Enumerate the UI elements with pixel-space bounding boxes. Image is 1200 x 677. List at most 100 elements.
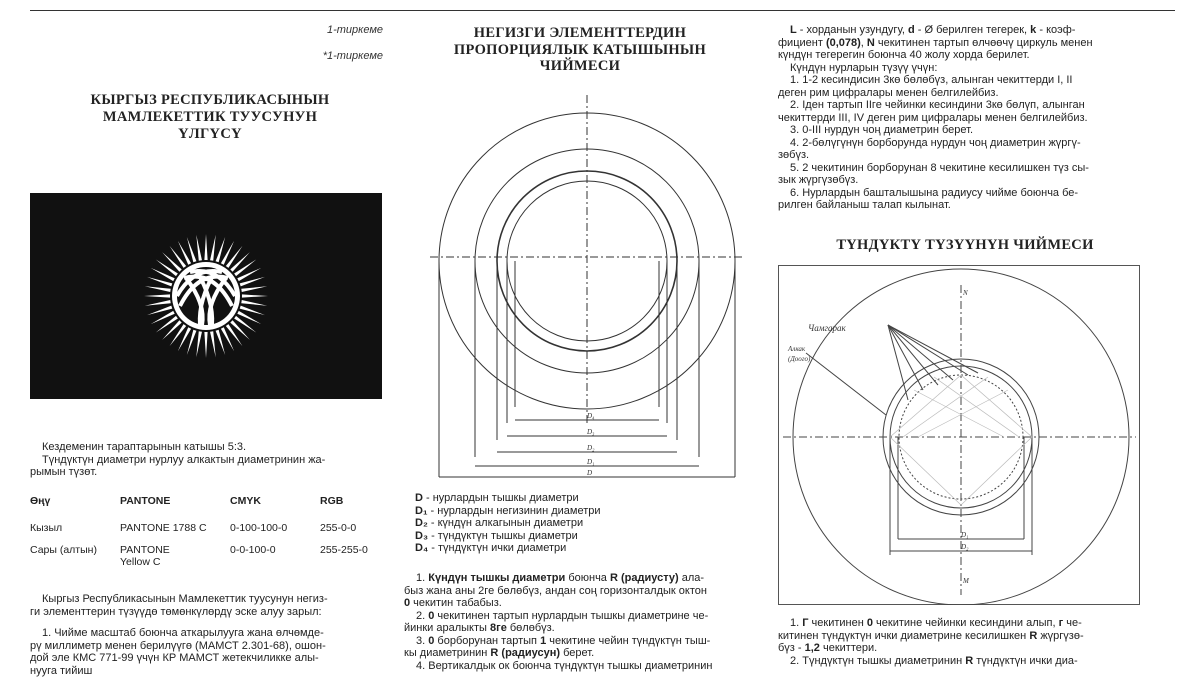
step-line: 0 чекитин табабыз. — [404, 597, 760, 610]
title-line: КЫРГЫЗ РЕСПУБЛИКАСЫНЫН — [60, 92, 360, 109]
note-line: зөбүз. — [778, 149, 1140, 162]
text-run: L — [790, 24, 797, 36]
fig-label-alkak: (Доого) — [788, 355, 811, 363]
table-header-row: Өңү PANTONE CMYK RGB — [30, 495, 380, 522]
cell-line: PANTONE — [120, 544, 230, 556]
step-line: китинен түндүктүн ички диаметрине кесили… — [778, 630, 1140, 643]
note-line: Күндүн нурларын түзүү үчүн: — [778, 62, 1140, 75]
dim-label: D₁ — [586, 458, 595, 466]
sun-ray — [145, 300, 171, 306]
sun-ray — [210, 331, 216, 357]
table-cell: PANTONE 1788 C — [120, 522, 230, 544]
step-line: 1. Күндүн тышкы диаметри боюнча R (радиу… — [404, 572, 760, 585]
text-run: 2. — [416, 610, 428, 622]
text-run: Күндүн тышкы диаметри — [428, 572, 565, 584]
text-run: чекитин табабыз. — [410, 597, 502, 609]
legend-text: - нурлардын тышкы диаметри — [423, 492, 579, 504]
paragraph-line: 1. Чийме масштаб боюнча аткарылууга жана… — [30, 627, 390, 640]
text-run: чекиттери. — [820, 642, 877, 654]
sun-ray — [242, 294, 268, 297]
text-run: - хорданын узундугу, — [797, 24, 908, 36]
legend-text: - күндүн алкагынын диаметри — [428, 517, 583, 529]
flag-spec-title: КЫРГЫЗ РЕСПУБЛИКАСЫНЫН МАМЛЕКЕТТИК ТУУСУ… — [60, 92, 360, 143]
sun-ray — [156, 316, 178, 333]
text-run: 3. — [416, 635, 428, 647]
note-line: фициент (0,078), N чекитинен тартып өлчө… — [778, 37, 1140, 50]
legend-key: D₄ — [415, 542, 428, 554]
title-line: ЧИЙМЕСИ — [425, 58, 735, 75]
sun-ray — [234, 260, 256, 277]
text-run: йинки аралыкты — [404, 622, 490, 634]
paragraph-line: ги элементтерин түзүүдө төмөнкүлөрдү эск… — [30, 606, 390, 619]
proportions-title: НЕГИЗГИ ЭЛЕМЕНТТЕРДИН ПРОПОРЦИЯЛЫК КАТЫШ… — [425, 25, 735, 75]
note-line: рилген байланыш талап кылынат. — [778, 199, 1140, 212]
text-run: (0,078) — [826, 37, 861, 49]
legend-item: D - нурлардын тышкы диаметри — [415, 492, 760, 505]
text-run: фициент — [778, 37, 826, 49]
note-line: зык жүргүзөбүз. — [778, 174, 1140, 187]
sun-ray — [226, 246, 243, 268]
paragraph-line: Кыргыз Республикасынын Мамлекеттик туусу… — [30, 593, 390, 606]
fig-label-d2: D₂ — [960, 543, 969, 551]
sun-ray — [226, 324, 243, 346]
text-run: че- — [1063, 617, 1082, 629]
table-cell: Сары (алтын) — [30, 544, 120, 568]
fig-label-alkak: Алкак — [787, 345, 806, 353]
sun-ray — [230, 320, 250, 340]
construction-rules: Кыргыз Республикасынын Мамлекеттик туусу… — [30, 593, 390, 677]
text-run: - коэф- — [1036, 24, 1075, 36]
text-run: R — [965, 655, 973, 667]
top-rule — [30, 10, 1175, 11]
legend-item: D₄ - түндүктүн ички диаметри — [415, 542, 760, 555]
legend-item: D₁ - нурлардын негизинин диаметри — [415, 505, 760, 518]
table-cell: 255-255-0 — [320, 544, 380, 568]
note-line: 2. Iден тартып IIге чейинки кесиндини 3к… — [778, 99, 1140, 112]
text-run: 1. — [790, 617, 802, 629]
legend-text: - нурлардын негизинин диаметри — [428, 505, 601, 517]
note-line: 5. 2 чекитинин борборунан 8 чекитине кес… — [778, 162, 1140, 175]
text-run: 2. Түндүктүн тышкы диаметринин — [790, 655, 965, 667]
step-line: 4. Вертикалдык ок боюнча түндүктүн тышкы… — [404, 660, 760, 673]
table-cell: 255-0-0 — [320, 522, 380, 544]
text-run: чекитинен тартып нурлардын тышкы диаметр… — [434, 610, 708, 622]
text-run: бүз - — [778, 642, 805, 654]
tunduk-drawing: Чамгарак Алкак (Доого) N M D₁ D₂ — [778, 265, 1140, 605]
color-table: Өңү PANTONE CMYK RGB Кызыл PANTONE 1788 … — [30, 495, 380, 568]
text-run: жүргүзө- — [1037, 630, 1083, 642]
text-run: чекитине чейинки кесиндини алып, — [873, 617, 1059, 629]
diameter-legend: D - нурлардын тышкы диаметри D₁ - нурлар… — [415, 492, 760, 555]
dim-label: D₃ — [586, 428, 595, 436]
text-run: ала- — [679, 572, 704, 584]
proportion-notes: Кездеменин тараптарынын катышы 5:3. Түнд… — [30, 441, 385, 479]
step-line: йинки аралыкты 8ге бөлөбүз. — [404, 622, 760, 635]
step-line: 2. Түндүктүн тышкы диаметринин R түндүкт… — [778, 655, 1140, 668]
step-line: 2. 0 чекитинен тартып нурлардын тышкы ди… — [404, 610, 760, 623]
title-line: ПРОПОРЦИЯЛЫК КАТЫШЫНЫН — [425, 42, 735, 59]
legend-key: D — [415, 492, 423, 504]
column-header: CMYK — [230, 495, 320, 522]
column-header: PANTONE — [120, 495, 230, 522]
legend-key: D₁ — [415, 505, 428, 517]
note-line: L - хорданын узундугу, d - Ø берилген те… — [778, 24, 1140, 37]
tunduk-title: ТҮНДҮКТҮ ТҮЗҮҮНҮН ЧИЙМЕСИ — [790, 237, 1140, 254]
fig-label-m: M — [962, 577, 970, 585]
sun-ray — [170, 324, 187, 346]
text-run: чекитинен тартып өлчөөчү циркуль менен — [875, 37, 1093, 49]
legend-text: - түндүктүн ички диаметри — [428, 542, 566, 554]
column-header: RGB — [320, 495, 380, 522]
legend-item: D₃ - түндүктүн тышкы диаметри — [415, 530, 760, 543]
fig-label-d1: D₁ — [960, 531, 969, 539]
legend-key: D₃ — [415, 530, 428, 542]
table-cell: Кызыл — [30, 522, 120, 544]
title-line: НЕГИЗГИ ЭЛЕМЕНТТЕРДИН — [425, 25, 735, 42]
cell-line: Yellow C — [120, 556, 230, 568]
sun-ray — [170, 246, 187, 268]
sun-ray — [241, 300, 267, 306]
state-flag-image — [30, 193, 382, 399]
sun-ray — [210, 235, 216, 261]
text-run: борборунан тартып — [434, 635, 540, 647]
text-run: чекитинен — [808, 617, 866, 629]
sun-ray — [204, 332, 207, 358]
sun-ray — [234, 316, 256, 333]
legend-item: D₂ - күндүн алкагынын диаметри — [415, 517, 760, 530]
